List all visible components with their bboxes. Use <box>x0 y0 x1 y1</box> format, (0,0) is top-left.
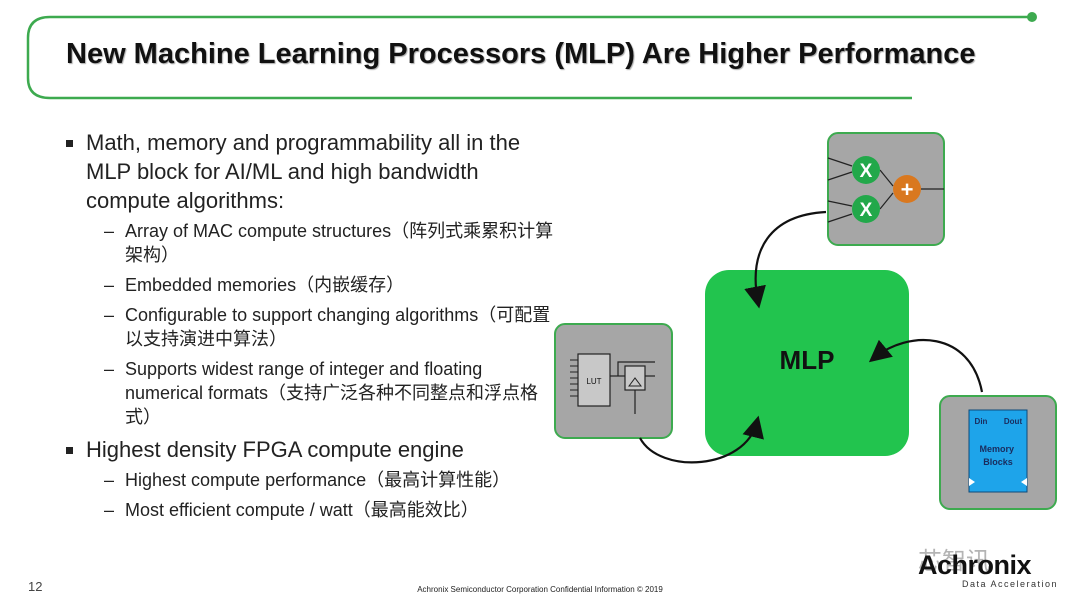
multiplier-icon <box>852 195 880 223</box>
title-frame <box>26 12 1037 100</box>
multiplier-icon <box>852 156 880 184</box>
title-frame-dot <box>1027 12 1037 22</box>
multiplier-symbol: X <box>860 200 873 221</box>
sub-bullet-item: –Embedded memories（内嵌缓存） <box>104 275 405 295</box>
mac-tile: X X + <box>827 132 945 246</box>
sub-bullet-text: Most efficient compute / watt（最高能效比） <box>125 500 479 520</box>
memory-tile: Din Dout Memory Blocks <box>939 395 1057 510</box>
sub-bullet-item: –Most efficient compute / watt（最高能效比） <box>104 500 479 520</box>
adder-symbol: + <box>901 177 914 202</box>
arrow-memory-to-mlp <box>868 339 984 393</box>
memory-din-label: Din <box>975 417 988 426</box>
sub-bullet-text: Configurable to support changing algorit… <box>125 305 551 349</box>
brand-tagline: Data Acceleration <box>962 579 1059 589</box>
adder-icon <box>893 175 921 203</box>
mlp-block <box>705 270 909 456</box>
confidential-notice: Achronix Semiconductor Corporation Confi… <box>417 585 663 594</box>
mlp-label: MLP <box>779 345 835 375</box>
sub-bullet-text: Highest compute performance（最高计算性能） <box>125 470 511 490</box>
brand-name: Achronix <box>918 550 1032 580</box>
arrow-lut-to-mlp <box>639 415 764 464</box>
memory-block <box>968 409 1028 493</box>
sub-bullet-item: –Supports widest range of integer and fl… <box>104 359 539 427</box>
lut-tile: LUT <box>554 323 673 439</box>
sub-bullet-item: –Highest compute performance（最高计算性能） <box>104 470 511 490</box>
sub-bullet-item: –Configurable to support changing algori… <box>104 305 551 349</box>
sub-bullet-item: –Array of MAC compute structures（阵列式乘累积计… <box>104 221 554 265</box>
brand-logo: Achronix Data Acceleration <box>918 550 1068 589</box>
watermark: 芯智讯 <box>918 548 990 575</box>
memory-dout-label: Dout <box>1004 417 1023 426</box>
bullet-item: Highest density FPGA compute engine <box>66 435 556 464</box>
sub-bullet-text: Array of MAC compute structures（阵列式乘累积计算… <box>125 221 554 265</box>
bullet-item: Math, memory and programmability all in … <box>66 128 556 215</box>
page-number: 12 <box>28 579 43 594</box>
page-title: New Machine Learning Processors (MLP) Ar… <box>66 38 976 70</box>
lut-label: LUT <box>586 377 601 386</box>
memory-label-line-1: Memory <box>979 444 1014 454</box>
sub-bullet-text: Supports widest range of integer and flo… <box>125 359 539 427</box>
lut-box <box>577 353 611 407</box>
sub-bullet-text: Embedded memories（内嵌缓存） <box>125 275 405 295</box>
arrow-mac-to-mlp <box>744 210 827 309</box>
memory-label-line-2: Blocks <box>983 457 1013 467</box>
bullet-list: Math, memory and programmability all in … <box>66 128 556 528</box>
memory-label: Memory Blocks <box>979 444 1016 467</box>
multiplier-symbol: X <box>860 161 873 182</box>
